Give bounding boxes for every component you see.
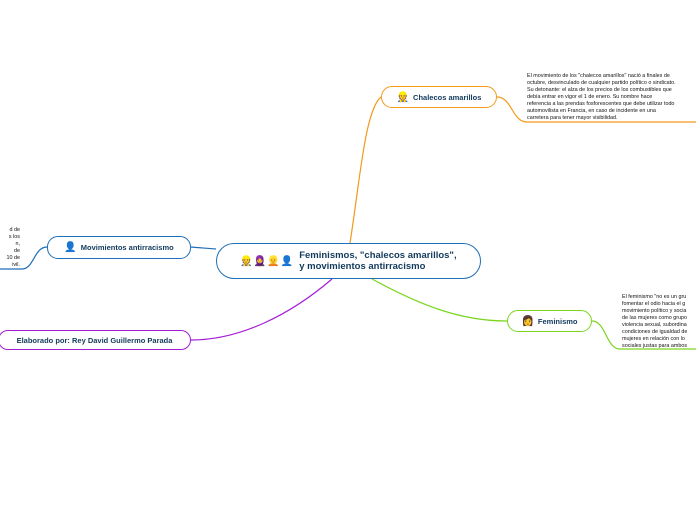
central-icons: 👷 🧕 👱 👤 — [240, 256, 293, 267]
note-chalecos-amarillos: El movimiento de los "chalecos amarillos… — [527, 73, 676, 121]
topic-autor[interactable]: Elaborado por: Rey David Guillermo Parad… — [0, 330, 191, 350]
central-topic[interactable]: 👷 🧕 👱 👤 Feminismos, "chalecos amarillos"… — [216, 243, 481, 279]
topic-movimientos-antirracismo[interactable]: 👤 Movimientos antirracismo — [47, 236, 191, 259]
topic-label: Elaborado por: Rey David Guillermo Parad… — [16, 335, 173, 345]
person-purple-hair-icon: 🧕 — [253, 255, 267, 267]
link-chalecos-note — [496, 96, 696, 123]
worker-icon: 👷 — [396, 91, 410, 103]
dark-person-icon: 👤 — [64, 242, 77, 253]
topic-chalecos-amarillos[interactable]: 👷 Chalecos amarillos — [381, 86, 497, 108]
worker-icon: 👷 — [240, 255, 253, 267]
link-chalecos — [349, 96, 382, 244]
link-autor — [190, 278, 333, 341]
link-antirracismo — [190, 246, 217, 250]
blond-person-icon: 👱 — [267, 255, 280, 267]
dark-person-icon: 👤 — [280, 255, 294, 267]
woman-icon: 👩 — [521, 315, 534, 327]
topic-label: Movimientos antirracismo — [80, 243, 174, 252]
topic-label: Chalecos amarillos — [413, 92, 482, 102]
topic-feminismo[interactable]: 👩 Feminismo — [507, 310, 592, 332]
link-antirracismo-note — [0, 246, 48, 270]
note-feminismo: El feminismo "no es un gru fomentar el o… — [622, 294, 688, 348]
topic-label: Feminismo — [537, 316, 578, 326]
note-antirracismo: d de s los n, de 10 de ivil. — [6, 227, 21, 268]
link-feminismo — [371, 278, 508, 322]
link-feminismo-note — [591, 320, 696, 350]
central-title: Feminismos, "chalecos amarillos", y movi… — [299, 250, 457, 272]
